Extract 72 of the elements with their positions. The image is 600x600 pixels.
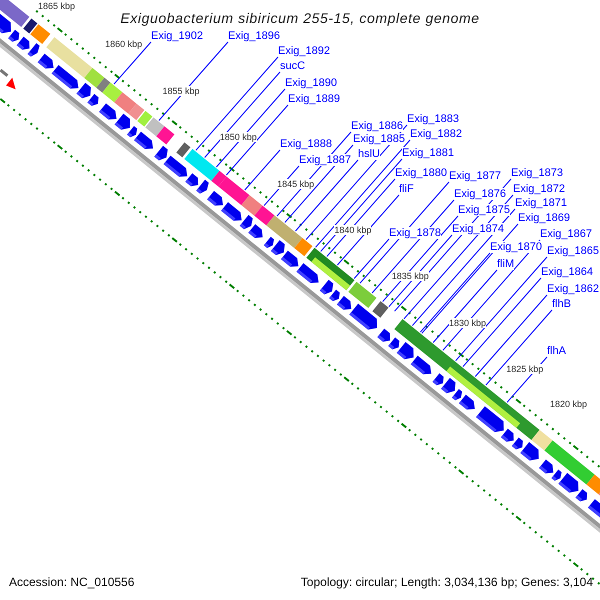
gene-label: Exig_1874 bbox=[452, 223, 504, 235]
tick-label: 1825 kbp bbox=[506, 364, 544, 374]
leader-line bbox=[432, 270, 498, 343]
gene-label: Exig_1870 bbox=[490, 241, 542, 253]
leader-line bbox=[388, 234, 452, 308]
leader-line bbox=[295, 160, 358, 232]
leader-line bbox=[412, 208, 516, 326]
gene-label: Exig_1864 bbox=[541, 266, 593, 278]
gene-label: Exig_1902 bbox=[151, 30, 203, 42]
gene-label: Exig_1888 bbox=[280, 138, 332, 150]
leader-line bbox=[420, 252, 490, 333]
leader-line bbox=[306, 124, 408, 240]
title: Exiguobacterium sibiricum 255-15, complete genome bbox=[119, 10, 481, 26]
leader-line bbox=[421, 224, 518, 334]
tick-label: 1820 kbp bbox=[550, 399, 588, 410]
gene-label: Exig_1862 bbox=[547, 283, 599, 295]
gene-label: Exig_1885 bbox=[353, 133, 405, 145]
leader-line bbox=[382, 216, 458, 302]
leader-line bbox=[372, 200, 454, 294]
gene-label: Exig_1890 bbox=[285, 77, 337, 89]
leader-line bbox=[195, 56, 278, 151]
gene-label: flhA bbox=[547, 345, 566, 357]
leader-line bbox=[326, 178, 396, 257]
leader-line bbox=[320, 158, 402, 252]
leader-line bbox=[455, 256, 548, 362]
leader-line bbox=[336, 194, 400, 266]
accession-text: Accession: NC_010556 bbox=[9, 575, 134, 589]
tick-label: 1835 kbp bbox=[392, 271, 429, 282]
gene-label: Exig_1872 bbox=[513, 183, 565, 195]
leader-line bbox=[244, 150, 280, 190]
gene-label: Exig_1889 bbox=[288, 93, 340, 105]
gene-label: Exig_1867 bbox=[540, 228, 592, 240]
leader-line bbox=[226, 104, 288, 176]
gene-label: Exig_1883 bbox=[407, 113, 459, 125]
gene-label: Exig_1881 bbox=[402, 147, 454, 159]
gene-label: flhB bbox=[552, 298, 571, 310]
tick-label: 1850 kbp bbox=[220, 132, 257, 142]
leader-line bbox=[462, 278, 542, 368]
tick-label: 1830 kbp bbox=[448, 318, 486, 328]
leader-line bbox=[315, 140, 410, 248]
gene-label: Exig_1886 bbox=[351, 120, 403, 132]
gene-label: Exig_1878 bbox=[389, 227, 441, 239]
gene-label: Exig_1892 bbox=[278, 45, 330, 57]
gene-label: Exig_1896 bbox=[228, 30, 280, 42]
tick-label: 1855 kbp bbox=[162, 86, 200, 96]
tick-label: 1860 kbp bbox=[105, 39, 142, 50]
gene-label: Exig_1865 bbox=[547, 245, 599, 257]
gene-label: Exig_1876 bbox=[454, 188, 506, 200]
leader-line bbox=[114, 42, 152, 85]
gene-label: Exig_1887 bbox=[299, 154, 351, 166]
leader-line bbox=[485, 310, 552, 386]
leader-line bbox=[158, 42, 228, 121]
leader-line bbox=[474, 294, 548, 377]
leader-line bbox=[354, 238, 390, 279]
gene-label: Exig_1871 bbox=[515, 197, 567, 209]
leader-line bbox=[204, 72, 280, 158]
gene-label: fliF bbox=[399, 183, 414, 195]
gene-label: Exig_1882 bbox=[410, 128, 462, 140]
gene-label: Exig_1869 bbox=[518, 212, 570, 224]
gene-label: sucC bbox=[280, 60, 306, 72]
genome-stats-text: Topology: circular; Length: 3,034,136 bp; Genes: 3,104 bbox=[300, 575, 593, 589]
gene-label: Exig_1877 bbox=[449, 170, 501, 182]
tick-label: 1865 kbp bbox=[38, 1, 75, 11]
gene-label: hslU bbox=[358, 148, 380, 160]
leader-line bbox=[216, 88, 286, 168]
gene-label: Exig_1873 bbox=[511, 167, 563, 179]
gene-label: Exig_1875 bbox=[458, 204, 510, 216]
tick-label: 1840 kbp bbox=[334, 224, 372, 235]
tick-label: 1845 kbp bbox=[277, 178, 314, 189]
leader-line bbox=[360, 182, 450, 284]
gene-label: fliM bbox=[497, 258, 514, 270]
gene-label: Exig_1880 bbox=[395, 167, 447, 179]
